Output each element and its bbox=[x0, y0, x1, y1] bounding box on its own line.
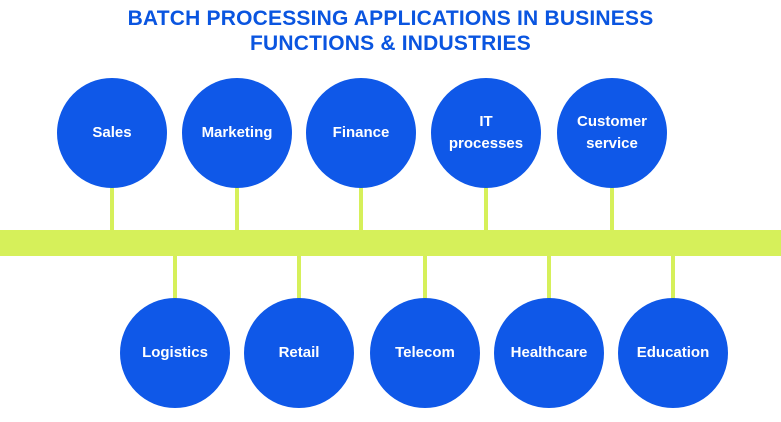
horizontal-connector-bar bbox=[0, 230, 781, 256]
node-label: Healthcare bbox=[510, 344, 588, 361]
node-label: Telecom bbox=[395, 344, 455, 361]
connector-stem bbox=[173, 254, 177, 300]
title-line-2: FUNCTIONS & INDUSTRIES bbox=[250, 32, 531, 55]
node-education: Education bbox=[618, 298, 728, 408]
node-label: Retail bbox=[278, 344, 320, 361]
diagram-title: BATCH PROCESSING APPLICATIONS IN BUSINES… bbox=[0, 6, 781, 56]
node-logistics: Logistics bbox=[120, 298, 230, 408]
node-label: Education bbox=[636, 344, 710, 361]
node-label: Finance bbox=[332, 124, 390, 141]
connector-stem bbox=[484, 186, 488, 232]
node-label: IT processes bbox=[448, 113, 524, 152]
connector-stem bbox=[671, 254, 675, 300]
node-marketing: Marketing bbox=[182, 78, 292, 188]
connector-stem bbox=[610, 186, 614, 232]
node-customer-service: Customer service bbox=[557, 78, 667, 188]
connector-stem bbox=[235, 186, 239, 232]
node-healthcare: Healthcare bbox=[494, 298, 604, 408]
node-it-processes: IT processes bbox=[431, 78, 541, 188]
node-label: Customer service bbox=[576, 113, 647, 152]
connector-stem bbox=[547, 254, 551, 300]
node-label: Marketing bbox=[201, 124, 273, 141]
node-label: Sales bbox=[92, 124, 132, 141]
node-telecom: Telecom bbox=[370, 298, 480, 408]
node-label: Logistics bbox=[142, 344, 208, 361]
connector-stem bbox=[110, 186, 114, 232]
node-sales: Sales bbox=[57, 78, 167, 188]
connector-stem bbox=[423, 254, 427, 300]
node-retail: Retail bbox=[244, 298, 354, 408]
node-finance: Finance bbox=[306, 78, 416, 188]
connector-stem bbox=[297, 254, 301, 300]
connector-stem bbox=[359, 186, 363, 232]
title-line-1: BATCH PROCESSING APPLICATIONS IN BUSINES… bbox=[127, 7, 654, 30]
